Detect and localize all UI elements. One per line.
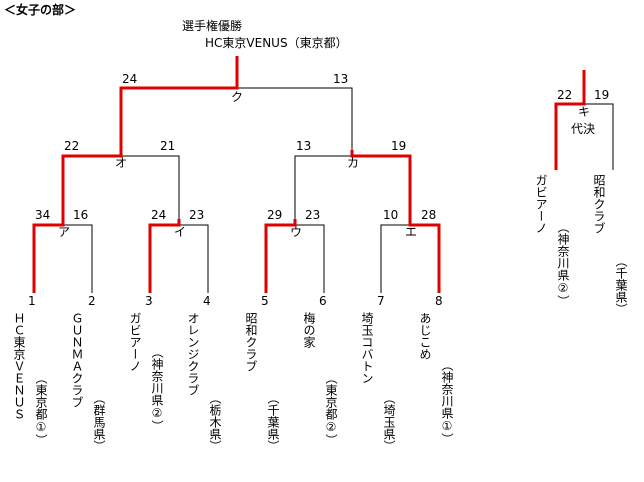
team-7-pref: （埼玉県） [382, 392, 396, 452]
semi-ka-left-score: 13 [296, 139, 312, 153]
semi-o-letter: オ [115, 156, 128, 170]
team-4-pref: （栃木県） [208, 392, 222, 452]
team-5-number: 5 [261, 294, 269, 308]
side-right-team-name: 昭和クラブ [592, 174, 606, 234]
champion-team: HC東京VENUS（東京都） [205, 36, 348, 50]
r1-e-right-score: 28 [421, 208, 437, 222]
final-letter: ク [231, 90, 244, 104]
line-side-left [554, 70, 586, 170]
team-3-pref: （神奈川県②） [150, 346, 164, 432]
team-7-name: 埼玉コバトン [360, 312, 374, 384]
team-5-name: 昭和クラブ [244, 312, 258, 372]
line-semi-o-left [61, 150, 123, 219]
line-semi-ka-left [294, 155, 352, 219]
line-team-6 [295, 224, 325, 293]
team-8-pref: （神奈川県①） [440, 359, 454, 445]
r1-a-left-score: 34 [35, 208, 51, 222]
team-2-pref: （群馬県） [92, 392, 106, 452]
team-3-number: 3 [145, 294, 153, 308]
r1-e-left-score: 10 [383, 208, 399, 222]
team-8-number: 8 [435, 294, 443, 308]
team-6-pref: （東京都②） [324, 372, 338, 446]
final-left-score: 24 [122, 72, 138, 86]
line-final-left [119, 56, 239, 150]
side-caption: 代決 [571, 122, 596, 136]
final-right-score: 13 [333, 72, 349, 86]
section-heading: ＜女子の部＞ [4, 3, 77, 17]
line-semi-ka-right [350, 150, 412, 219]
side-left-score: 22 [557, 88, 573, 102]
side-left-team-name: ガビアーノ [534, 174, 548, 234]
team-6-name: 梅の家 [302, 312, 316, 348]
team-2-number: 2 [88, 294, 96, 308]
line-semi-o-right [121, 155, 180, 219]
team-6-number: 6 [319, 294, 327, 308]
line-team-3 [148, 219, 181, 293]
team-4-name: オレンジクラブ [186, 312, 200, 396]
team-8-name: あじこめ [418, 312, 432, 360]
line-team-4 [179, 224, 209, 293]
line-team-8 [408, 219, 441, 293]
team-2-name: ＧＵＮＭＡクラブ [70, 312, 84, 408]
team-1-pref: （東京都①） [34, 372, 48, 446]
line-team-5 [264, 219, 297, 293]
r1-u-left-score: 29 [267, 208, 283, 222]
r1-i-left-score: 24 [151, 208, 167, 222]
team-7-number: 7 [377, 294, 385, 308]
line-team-2 [63, 224, 93, 293]
side-right-score: 19 [594, 88, 610, 102]
team-1-name: ＨＣ東京ＶＥＮＵＳ [12, 312, 26, 420]
team-4-number: 4 [203, 294, 211, 308]
semi-o-right-score: 21 [160, 139, 176, 153]
line-final-right [237, 87, 353, 150]
side-left-team-pref: （神奈川県②） [556, 221, 570, 307]
champion-label: 選手権優勝 [182, 19, 243, 33]
semi-ka-letter: カ [347, 156, 360, 170]
semi-ka-right-score: 19 [391, 139, 407, 153]
r1-i-right-score: 23 [189, 208, 205, 222]
team-1-number: 1 [28, 294, 36, 308]
r1-a-letter: ア [58, 225, 71, 239]
line-team-1 [32, 219, 65, 293]
r1-u-right-score: 23 [305, 208, 321, 222]
r1-i-letter: イ [174, 225, 187, 239]
r1-a-right-score: 16 [73, 208, 89, 222]
team-3-name: ガビアーノ [128, 312, 142, 372]
r1-u-letter: ウ [290, 225, 303, 239]
side-letter: キ [578, 105, 591, 119]
team-5-pref: （千葉県） [266, 392, 280, 452]
side-right-team-pref: （千葉県） [614, 255, 628, 315]
line-team-7 [380, 224, 410, 293]
line-side-right [584, 103, 614, 170]
r1-e-letter: エ [405, 225, 418, 239]
semi-o-left-score: 22 [64, 139, 80, 153]
